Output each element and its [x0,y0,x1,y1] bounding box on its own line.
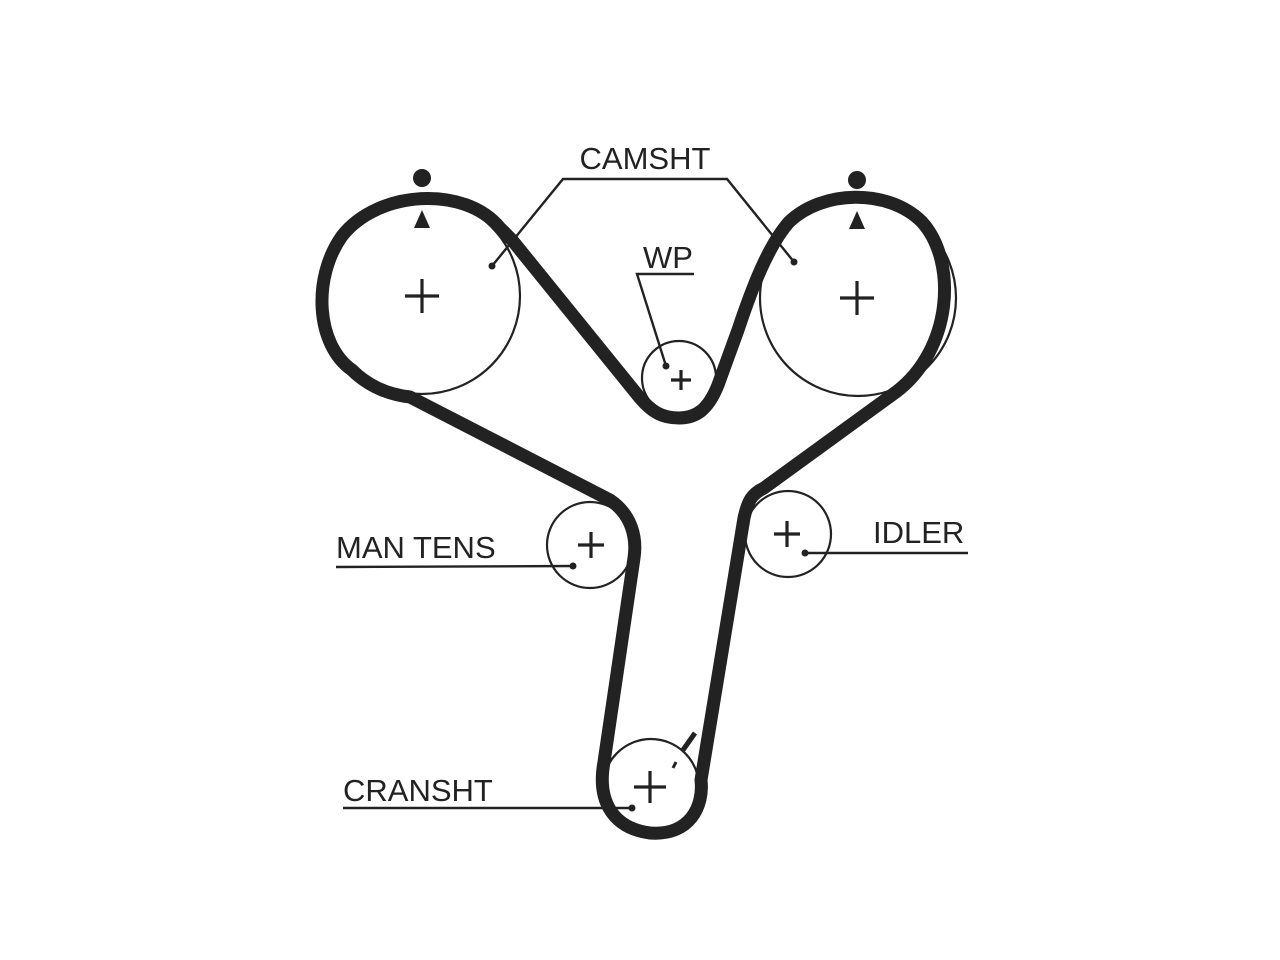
left-timing-arrow-icon [414,210,430,228]
idler-label: IDLER [873,515,964,550]
pulleys [322,196,958,837]
crankshaft-timing-mark-lower-icon [671,761,678,769]
manual-tensioner-leader-dot-icon [569,562,577,570]
leader-lines [335,177,968,812]
labels: CAMSHT WP MAN TENS IDLER CRANSHT [336,141,964,808]
crankshaft-center-icon [634,771,666,803]
left-timing-dot-icon [413,169,431,187]
camshaft-label: CAMSHT [580,141,711,176]
water-pump-leader-line [635,272,694,367]
crankshaft-timing-mark-icon [680,731,698,752]
right-timing-arrow-icon [849,211,865,229]
idler-leader-dot-icon [801,549,809,557]
right-camshaft-center-icon [840,281,874,315]
manual-tensioner-center-icon [578,532,604,558]
timing-belt [315,190,952,840]
timing-marks [413,169,866,769]
water-pump-center-icon [671,370,691,390]
center-marks [405,279,874,803]
camshaft-leader-line [491,177,795,267]
left-camshaft-center-icon [405,279,439,313]
crankshaft-leader-dot-icon [628,804,636,812]
manual-tensioner-leader-line [335,564,574,569]
camshaft-right-leader-dot-icon [790,258,798,266]
crankshaft-label: CRANSHT [343,773,493,808]
camshaft-left-leader-dot-icon [488,262,496,270]
manual-tensioner-label: MAN TENS [336,530,496,565]
water-pump-leader-dot-icon [662,362,670,370]
idler-center-icon [774,521,800,547]
right-timing-dot-icon [848,171,866,189]
water-pump-label: WP [643,240,693,275]
